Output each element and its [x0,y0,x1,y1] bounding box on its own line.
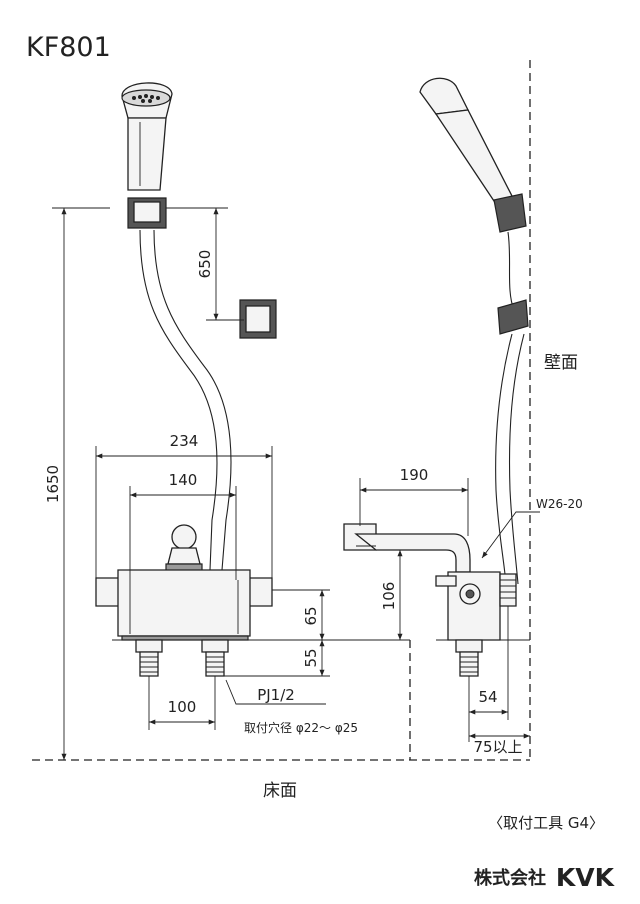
dim-body-height: 65 [302,606,320,625]
front-view [95,82,277,677]
spout-arm [354,533,471,573]
hose-front [139,229,218,571]
dim-side-depth: 190 [400,466,429,484]
dim-side-height: 106 [380,582,398,611]
hose-side [495,333,513,585]
side-view [343,77,529,677]
hose-thread-label: W26-20 [536,497,583,511]
shower-head-side [419,77,469,115]
dim-body-width: 234 [170,432,199,450]
hole-diameter-label: 取付穴径 φ22～ φ25 [244,720,358,735]
company-name: 株式会社 [474,867,546,889]
upper-hook-side [493,193,527,233]
dim-inner-width: 140 [169,471,198,489]
lower-hook-side [497,299,529,335]
diverter-knob [165,524,203,573]
pipe-thread-label: PJ1/2 [257,686,295,704]
brand-logo: KVK [556,863,616,892]
faucet-body-front [95,569,273,641]
model-title: KF801 [26,32,111,63]
dim-min-clearance: 75以上 [473,738,522,756]
wall-label: 壁面 [544,353,578,373]
tool-note: 〈取付工具 G4〉 [488,814,604,832]
dim-leg-height: 55 [302,648,320,667]
dim-leg-spacing: 100 [168,698,197,716]
shower-head-front [121,82,173,191]
dim-holder-spacing: 650 [196,250,214,279]
hose-connector [499,573,517,607]
dim-wall-offset: 54 [478,688,497,706]
legs-front [135,639,229,677]
floor-label: 床面 [263,781,297,801]
dim-total-height: 1650 [44,465,62,503]
